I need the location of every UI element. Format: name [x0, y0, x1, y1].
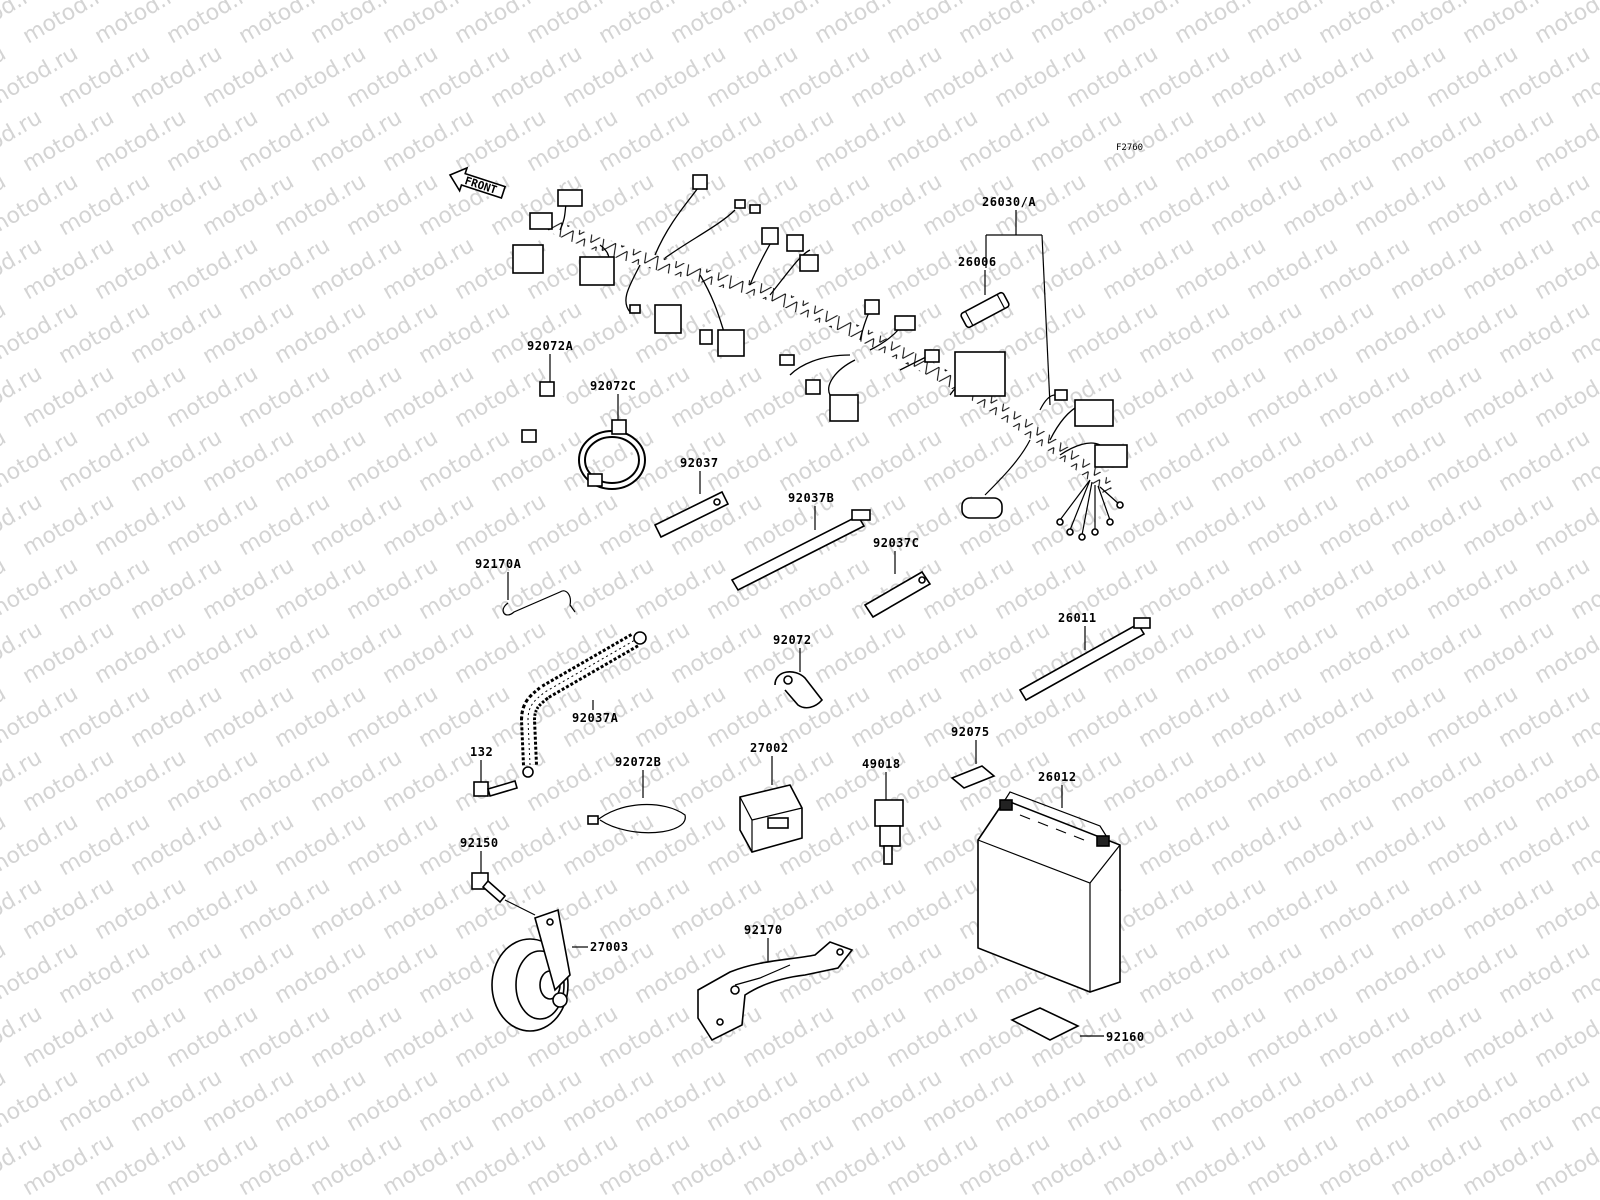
callout-27002: 27002: [750, 741, 789, 755]
callout-92037: 92037: [680, 456, 719, 470]
callout-92072B: 92072B: [615, 755, 661, 769]
callout-92037B: 92037B: [788, 491, 834, 505]
pad-92160: [1010, 1007, 1080, 1041]
callout-26012: 26012: [1038, 770, 1077, 784]
clamp-92037A: [774, 671, 824, 709]
callout-92037A: 92072: [773, 633, 812, 647]
callout-92150: 92150: [460, 836, 499, 850]
bolt-92150: [471, 872, 507, 904]
callout-26030A: 26030/A: [982, 195, 1036, 209]
tie-92037B: [730, 509, 871, 592]
callout-27003: 27003: [590, 940, 629, 954]
horn-27003: [491, 908, 571, 1032]
strap-92037: [653, 490, 730, 539]
wiring-harness: [512, 174, 1128, 541]
battery-26012: [977, 791, 1121, 993]
callout-132: 132: [470, 745, 493, 759]
callout-92072A: 92072A: [527, 339, 574, 353]
bolt-132: [473, 780, 518, 797]
callout-92037C: 92037C: [873, 536, 919, 550]
clamp-92072A: [513, 381, 577, 448]
pad-92075: [950, 765, 996, 789]
callout-49018: 49018: [862, 757, 901, 771]
callout-92160: 92160: [1106, 1030, 1145, 1044]
strap-92037C: [863, 570, 932, 619]
callout-92075: 92075: [951, 725, 990, 739]
callout-26011: 92037A: [572, 711, 619, 725]
tie-92072: [1018, 617, 1151, 702]
tie-92072B: [594, 803, 686, 834]
callout-26006: 26006: [958, 255, 997, 269]
clip-92170A: [502, 590, 576, 616]
clamp-92072C: [578, 419, 646, 490]
callout-92170: 92170: [744, 923, 783, 937]
callout-92072: 26011: [1058, 611, 1097, 625]
figure-code: F2760: [1116, 143, 1143, 153]
callout-92072C: 92072C: [590, 379, 636, 393]
fuse-26006: [960, 291, 1010, 329]
relay-27002: [739, 784, 803, 853]
bracket-92170: [697, 941, 854, 1042]
relay-49018: [874, 799, 904, 865]
callout-92170A: 92170A: [475, 557, 522, 571]
